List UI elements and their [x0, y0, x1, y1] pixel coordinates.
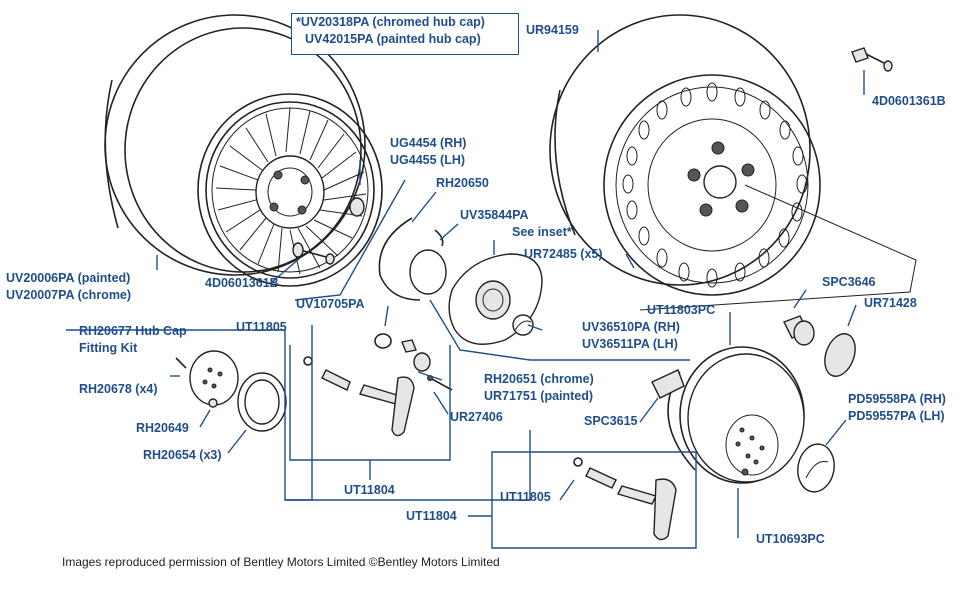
- label-ur71751: UR71751 (painted): [484, 389, 594, 403]
- label-uv20007pa: UV20007PA (chrome): [6, 288, 132, 302]
- leader-lines: [66, 30, 865, 549]
- hubcap-kit-parts: [175, 350, 287, 432]
- label-rh20654: RH20654 (x3): [143, 448, 222, 462]
- inset-pointer: [639, 184, 917, 311]
- valve-top-right: [851, 47, 893, 72]
- label-rh20677: RH20677 Hub Cap: [79, 324, 187, 338]
- label-4d0601361b-left: 4D0601361B: [205, 276, 279, 290]
- label-pd59557pa: PD59557PA (LH): [848, 409, 945, 423]
- hub-cap-centre-parts: [374, 217, 543, 349]
- label-rh20650: RH20650: [436, 176, 489, 190]
- spare-wheel-cover: [651, 315, 856, 493]
- label-4d0601361b-right: 4D0601361B: [872, 94, 946, 108]
- label-ut11804-bottom: UT11804: [406, 509, 457, 523]
- label-ut11804-top: UT11804: [344, 483, 395, 497]
- label-rh20651: RH20651 (chrome): [484, 372, 594, 386]
- label-spc3646: SPC3646: [822, 275, 876, 289]
- key-tool-2: [573, 457, 677, 541]
- hub-cap-callout-box: [291, 13, 519, 55]
- label-ut11803pc: UT11803PC: [647, 303, 716, 317]
- label-ug4455: UG4455 (LH): [390, 153, 466, 167]
- label-rh20649: RH20649: [136, 421, 189, 435]
- label-uv20006pa: UV20006PA (painted): [6, 271, 131, 285]
- label-pd59558pa: PD59558PA (RH): [848, 392, 946, 406]
- label-ut10693pc: UT10693PC: [756, 532, 825, 546]
- label-uv20318pa: *UV20318PA (chromed hub cap): [296, 15, 485, 29]
- label-uv35844pa: UV35844PA: [460, 208, 529, 222]
- alloy-wheel-left: [104, 14, 383, 287]
- label-uv36511pa: UV36511PA (LH): [582, 337, 678, 351]
- wheel-nuts-left: [292, 197, 365, 265]
- label-see-inset: See inset*: [512, 225, 572, 239]
- label-ut11805-bottom: UT11805: [500, 490, 551, 504]
- label-ur94159: UR94159: [526, 23, 579, 37]
- key-tool-1: [303, 356, 415, 437]
- label-ug4454: UG4454 (RH): [390, 136, 467, 150]
- label-uv36510pa: UV36510PA (RH): [582, 320, 680, 334]
- copyright-footer: Images reproduced permission of Bentley …: [62, 555, 500, 569]
- steel-wheel-right: [549, 14, 821, 296]
- label-rh20678: RH20678 (x4): [79, 382, 158, 396]
- label-spc3615: SPC3615: [584, 414, 638, 428]
- label-ur71428: UR71428: [864, 296, 917, 310]
- label-ur72485: UR72485 (x5): [524, 247, 603, 261]
- label-ur27406: UR27406: [450, 410, 503, 424]
- label-uv42015pa: UV42015PA (painted hub cap): [305, 32, 481, 46]
- label-fitting-kit: Fitting Kit: [79, 341, 138, 355]
- lock-parts: [401, 339, 453, 391]
- label-uv10705pa: UV10705PA: [296, 297, 365, 311]
- label-ut11805-top: UT11805: [236, 320, 287, 334]
